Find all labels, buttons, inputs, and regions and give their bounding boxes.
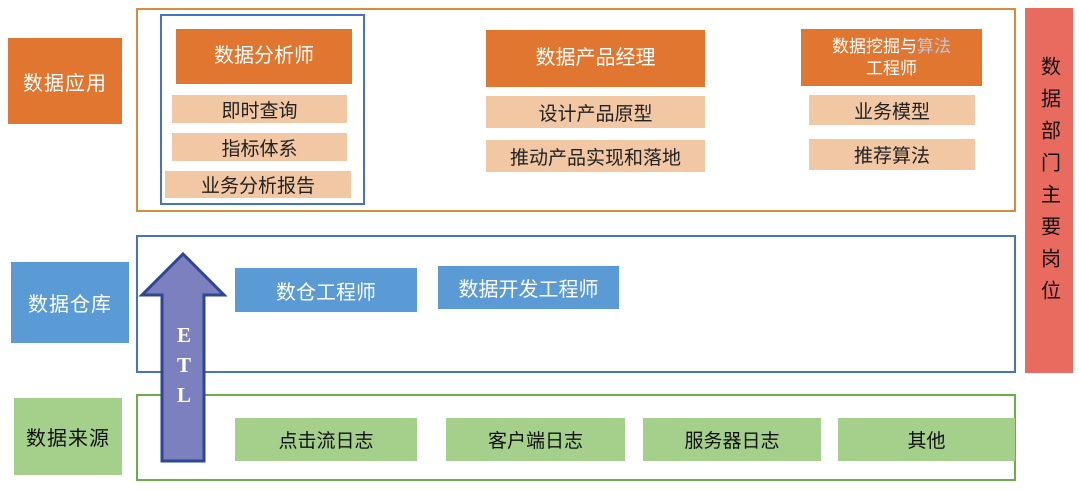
source-label: 其他	[907, 431, 946, 452]
task-label: 设计产品原型	[538, 103, 653, 125]
role-title: 数据开发工程师	[458, 279, 599, 301]
source-label: 服务器日志	[684, 431, 780, 452]
role-title: 数据产品经理	[535, 47, 656, 69]
role-title-part: 数据挖掘与	[832, 37, 917, 57]
row-label-data-application: 数据应用	[8, 38, 122, 124]
task-label: 推动产品实现和落地	[509, 147, 681, 169]
etl-letter: L	[176, 383, 191, 407]
role-title: 数仓工程师	[276, 281, 376, 304]
role-box-data-product-manager: 数据产品经理	[486, 30, 705, 87]
diagram-title-bar: 数据部门主要岗位	[1025, 8, 1073, 373]
role-box-data-dev-engineer: 数据开发工程师	[438, 266, 619, 309]
etl-letter: E	[176, 323, 191, 347]
row-label-data-sources: 数据来源	[14, 398, 122, 475]
task-box: 推荐算法	[809, 139, 975, 170]
source-box-client-log: 客户端日志	[446, 418, 625, 461]
task-box: 即时查询	[172, 95, 347, 123]
task-label: 推荐算法	[853, 146, 930, 167]
source-box-server-log: 服务器日志	[643, 418, 821, 461]
task-label: 即时查询	[221, 100, 298, 122]
row-label-text: 数据仓库	[28, 294, 112, 316]
row-label-text: 数据应用	[23, 72, 107, 95]
task-box: 设计产品原型	[486, 96, 705, 128]
diagram-title: 数据部门主要岗位	[1037, 56, 1060, 312]
task-label: 指标体系	[221, 138, 298, 160]
source-box-clickstream-log: 点击流日志	[235, 418, 417, 461]
role-box-data-analyst: 数据分析师	[176, 29, 352, 84]
etl-up-arrow-icon	[138, 251, 228, 463]
etl-label: E T L	[163, 320, 205, 410]
role-box-warehouse-engineer: 数仓工程师	[235, 268, 417, 312]
task-box: 业务分析报告	[165, 171, 351, 198]
row-label-text: 数据来源	[26, 428, 110, 450]
task-label: 业务分析报告	[200, 176, 315, 197]
row-label-data-warehouse: 数据仓库	[11, 262, 129, 343]
task-label: 业务模型	[853, 101, 930, 123]
task-box: 业务模型	[809, 95, 975, 125]
role-title: 数据分析师	[214, 45, 314, 67]
source-box-other: 其他	[838, 418, 1015, 461]
etl-letter: T	[176, 353, 191, 377]
role-title-part-alt: 算法	[917, 37, 951, 57]
task-box: 指标体系	[172, 133, 347, 161]
role-title: 数据挖掘与算法 工程师	[832, 36, 951, 79]
role-title-line2: 工程师	[866, 58, 917, 78]
task-box: 推动产品实现和落地	[486, 140, 705, 172]
source-label: 点击流日志	[278, 431, 374, 452]
role-box-mining-algorithm-engineer: 数据挖掘与算法 工程师	[801, 29, 982, 86]
source-label: 客户端日志	[487, 431, 583, 452]
